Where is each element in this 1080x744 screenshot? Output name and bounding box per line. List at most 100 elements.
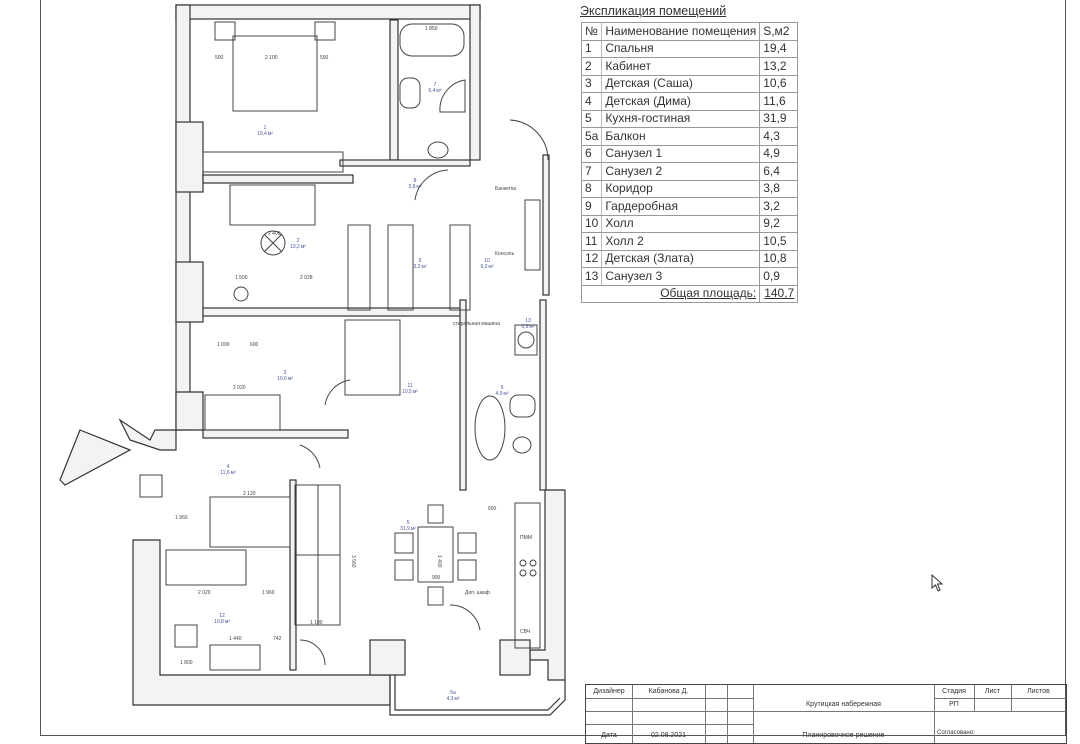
room-area: 11,6 bbox=[759, 92, 799, 111]
extra-cabinet-label: Доп. шкаф bbox=[465, 590, 490, 596]
room-name: Гардеробная bbox=[601, 197, 761, 216]
designer-name: Кабанова Д. bbox=[648, 688, 689, 695]
dimension: 1 000 bbox=[217, 342, 230, 348]
room-name: Детская (Злата) bbox=[601, 249, 761, 268]
dimension: 1 960 bbox=[262, 590, 275, 596]
drawing-frame-left bbox=[40, 0, 41, 736]
approved-label: Согласовано: bbox=[937, 730, 975, 736]
header-area: S,м2 bbox=[759, 22, 799, 41]
total-row: Общая площадь:140,7 bbox=[580, 284, 799, 303]
room-num: 13 bbox=[580, 267, 603, 286]
room-num: 12 bbox=[580, 249, 603, 268]
dimension: 2 020 bbox=[198, 590, 211, 596]
room-num: 11 bbox=[580, 232, 603, 251]
table-header-row: № Наименование помещения S,м2 bbox=[580, 22, 799, 41]
sheet-label: Лист bbox=[984, 688, 1001, 695]
room-num: 6 bbox=[580, 144, 603, 163]
room-name: Коридор bbox=[601, 179, 761, 198]
room-name: Кабинет bbox=[601, 57, 761, 76]
room-area: 0,9 bbox=[759, 267, 799, 286]
mouse-cursor-icon bbox=[931, 574, 944, 592]
walls bbox=[59, 4, 566, 706]
room-name: Санузел 2 bbox=[601, 162, 761, 181]
explication-title: Экспликация помещений bbox=[580, 4, 727, 18]
room-area: 19,4 bbox=[759, 39, 799, 58]
dimension: 2 100 bbox=[265, 55, 278, 61]
room-area: 3,8 bbox=[759, 179, 799, 198]
balcony bbox=[389, 675, 566, 716]
room-num: 5а bbox=[580, 127, 603, 146]
room-area: 10,6 bbox=[759, 74, 799, 93]
drawing-frame-bottom bbox=[40, 735, 1066, 736]
room-area: 13,2 bbox=[759, 57, 799, 76]
room-area: 9,2 bbox=[759, 214, 799, 233]
header-name: Наименование помещения bbox=[601, 22, 761, 41]
dimension: 1 100 bbox=[310, 620, 323, 626]
dimension: 1 500 bbox=[235, 275, 248, 281]
dimension: 2 028 bbox=[300, 275, 313, 281]
room-num: 9 bbox=[580, 197, 603, 216]
dimension: 500 bbox=[215, 55, 224, 61]
designer-label: Дизайнер bbox=[593, 688, 625, 695]
dimension: 600 bbox=[250, 342, 259, 348]
room-num: 10 bbox=[580, 214, 603, 233]
dimension: 1 440 bbox=[229, 636, 242, 642]
room-area: 6,4 bbox=[759, 162, 799, 181]
room-name: Спальня bbox=[601, 39, 761, 58]
room-num: 2 bbox=[580, 57, 603, 76]
drawing-frame-right bbox=[1065, 0, 1066, 736]
dimension: 3 560 bbox=[350, 555, 356, 568]
sheets-label: Листов bbox=[1027, 688, 1050, 695]
room-area: 4,9 bbox=[759, 144, 799, 163]
total-label: Общая площадь: bbox=[660, 286, 757, 301]
room-num: 7 bbox=[580, 162, 603, 181]
room-num: 5 bbox=[580, 109, 603, 128]
room-area: 10,8 bbox=[759, 249, 799, 268]
bench-label: Банкетка bbox=[495, 186, 516, 192]
dimension: 1 800 bbox=[180, 660, 193, 666]
room-area: 3,2 bbox=[759, 197, 799, 216]
annotations: Банкетка Консоль стиральная машина Доп. … bbox=[175, 26, 532, 666]
title-block: Дизайнер Кабанова Д. Дата 02.08.2021 Кру… bbox=[585, 684, 1067, 744]
dimension: 600 bbox=[488, 506, 497, 512]
dimension: 900 bbox=[432, 575, 441, 581]
dimension: 2 020 bbox=[233, 385, 246, 391]
room-name: Детская (Дима) bbox=[601, 92, 761, 111]
room-name: Санузел 3 bbox=[601, 267, 761, 286]
room-name: Холл 2 bbox=[601, 232, 761, 251]
dimension: 2 400 bbox=[268, 231, 281, 237]
stage-label: Стадия bbox=[942, 688, 966, 695]
room-num: 4 bbox=[580, 92, 603, 111]
dimension: 742 bbox=[273, 636, 282, 642]
microwave-label: СВЧ bbox=[520, 629, 530, 635]
dimension: 500 bbox=[320, 55, 329, 61]
room-name: Холл bbox=[601, 214, 761, 233]
dimension: 2 120 bbox=[243, 491, 256, 497]
header-num: № bbox=[580, 22, 603, 41]
room-area: 10,5 bbox=[759, 232, 799, 251]
room-name: Балкон bbox=[601, 127, 761, 146]
dimension: 1 960 bbox=[175, 515, 188, 521]
